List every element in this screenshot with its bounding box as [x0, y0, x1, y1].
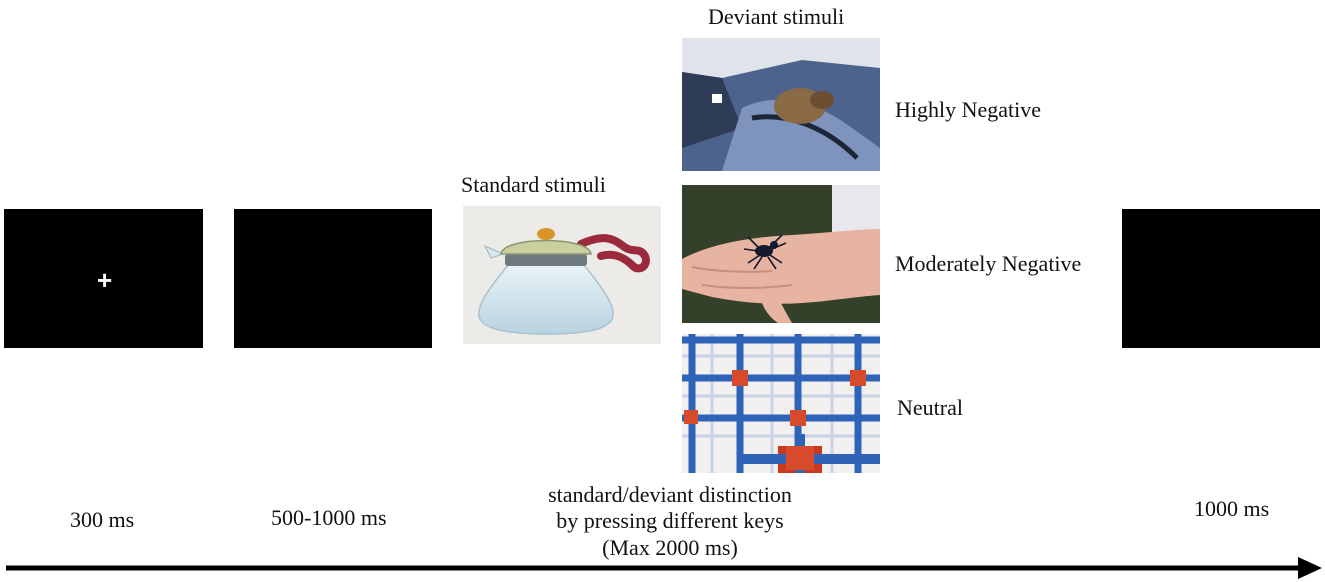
duration-stimulus-line3: (Max 2000 ms) — [602, 534, 738, 560]
time-arrow — [6, 557, 1322, 579]
neutral-label: Neutral — [897, 395, 963, 420]
deviant-stimuli-title: Deviant stimuli — [708, 4, 845, 29]
duration-blank: 500-1000 ms — [271, 505, 387, 530]
blank-screen — [234, 209, 432, 348]
highly-negative-image — [682, 38, 880, 171]
neutral-image — [682, 334, 880, 473]
fixation-cross: + — [97, 265, 113, 295]
end-blank-screen — [1122, 209, 1320, 348]
duration-fixation: 300 ms — [70, 507, 135, 532]
duration-end: 1000 ms — [1194, 496, 1270, 521]
highly-negative-label: Highly Negative — [895, 97, 1042, 122]
duration-stimulus-line1: standard/deviant distinction — [548, 482, 792, 507]
fixation-screen: + — [4, 209, 203, 348]
duration-stimulus-line2: by pressing different keys — [556, 508, 784, 534]
moderately-negative-label: Moderately Negative — [895, 251, 1082, 276]
moderately-negative-image — [682, 185, 880, 323]
teapot-image — [463, 206, 661, 344]
duration-stimulus: standard/deviant distinction by pressing… — [520, 482, 820, 561]
standard-stimuli-title: Standard stimuli — [461, 172, 606, 197]
